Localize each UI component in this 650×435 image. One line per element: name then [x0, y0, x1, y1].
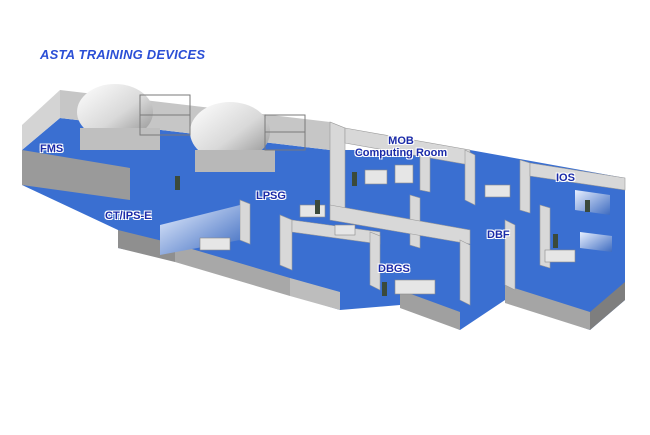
- label-ctips: CT/IPS-E: [105, 210, 152, 222]
- outer-wall-bottom: [175, 244, 290, 296]
- people: [175, 172, 590, 296]
- dome-left-platform: [80, 128, 160, 150]
- label-dbgs: DBGS: [378, 263, 410, 275]
- equipment: [199, 164, 576, 295]
- outer-wall-east: [590, 282, 625, 330]
- dome-left: [77, 84, 153, 140]
- fms-back-wall: [22, 90, 60, 150]
- dbf-screen: [580, 232, 612, 252]
- partition-walls: [239, 121, 626, 306]
- outer-wall-bottom-right: [400, 290, 460, 330]
- label-mob: MOB Computing Room: [342, 135, 460, 159]
- dome-right: [190, 102, 270, 162]
- label-fms: FMS: [40, 143, 64, 155]
- label-ios: IOS: [556, 172, 575, 184]
- label-mob-line1: MOB: [388, 135, 414, 147]
- diagram-title: ASTA TRAINING DEVICES: [40, 47, 206, 62]
- label-mob-line2: Computing Room: [354, 147, 448, 159]
- gantry-structures: [139, 94, 306, 151]
- dome-right-platform: [195, 150, 275, 172]
- outer-wall-bottom-mid: [290, 278, 340, 310]
- label-lpsg: LPSG: [256, 190, 286, 202]
- label-dbf: DBF: [487, 229, 510, 241]
- ios-screen: [575, 190, 610, 215]
- outer-wall-left: [22, 150, 130, 200]
- outer-wall-right: [505, 285, 590, 330]
